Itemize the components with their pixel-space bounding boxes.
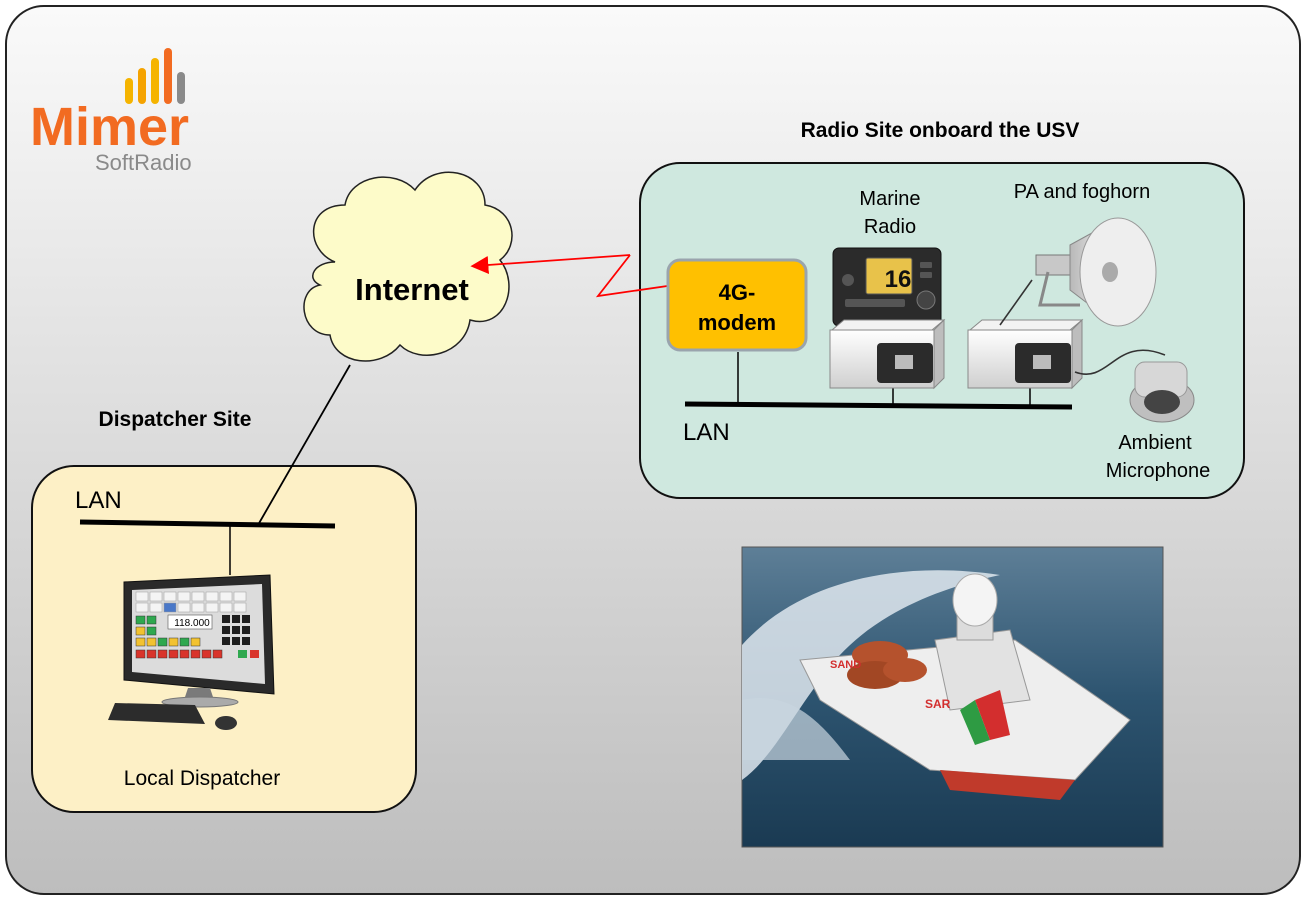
logo-bar-1 <box>125 78 133 104</box>
boat-hull-text-sand: SAND <box>830 659 861 671</box>
wireless-link-to-internet <box>470 254 631 274</box>
logo-bar-3 <box>151 58 159 104</box>
dispatcher-lan-bus <box>79 519 336 529</box>
marine-radio-icon: 16 <box>832 247 942 327</box>
logo-product: SoftRadio <box>95 150 192 175</box>
logo-bar-2 <box>138 68 146 104</box>
dispatcher-site-title: Dispatcher Site <box>99 408 252 431</box>
radio-channel-display: 16 <box>885 266 912 293</box>
ambient-microphone-icon <box>1129 361 1195 423</box>
modem-label-2: modem <box>698 310 776 335</box>
radio-gateway-box <box>829 318 946 390</box>
boat-hull-text-sar: SAR <box>925 697 951 711</box>
internet-to-dispatcher-link <box>257 364 351 526</box>
radio-site-title: Radio Site onboard the USV <box>801 119 1080 142</box>
mimer-logo: Mimer SoftRadio <box>30 48 192 175</box>
dispatcher-computer-icon: 118.000 <box>108 574 275 730</box>
radio-site-lan-bus <box>684 401 1073 410</box>
logo-bar-5 <box>177 72 185 104</box>
logo-brand: Mimer <box>30 97 189 157</box>
ambient-mic-label-2: Microphone <box>1106 460 1211 482</box>
local-dispatcher-label: Local Dispatcher <box>124 767 280 790</box>
marine-radio-label-2: Radio <box>864 216 916 238</box>
wireless-link-to-modem <box>595 254 692 298</box>
usv-boat-photo: SAND SAR <box>741 546 1164 848</box>
internet-cloud: Internet <box>303 171 513 362</box>
dispatcher-frequency-display: 118.000 <box>174 618 210 629</box>
horn-speaker-icon <box>1035 217 1157 327</box>
marine-radio-label-1: Marine <box>859 188 920 210</box>
internet-label: Internet <box>355 272 469 307</box>
pa-gateway-box <box>967 318 1084 390</box>
dispatcher-lan-label: LAN <box>75 487 122 514</box>
mic-cable <box>1074 349 1166 375</box>
pa-foghorn-label: PA and foghorn <box>1014 181 1150 203</box>
modem-label-1: 4G- <box>719 280 756 305</box>
horn-cable <box>999 279 1033 326</box>
ambient-mic-label-1: Ambient <box>1118 432 1192 454</box>
radio-site-lan-label: LAN <box>683 419 730 446</box>
modem-4g: 4G- modem <box>666 258 808 352</box>
logo-bar-4 <box>164 48 172 104</box>
